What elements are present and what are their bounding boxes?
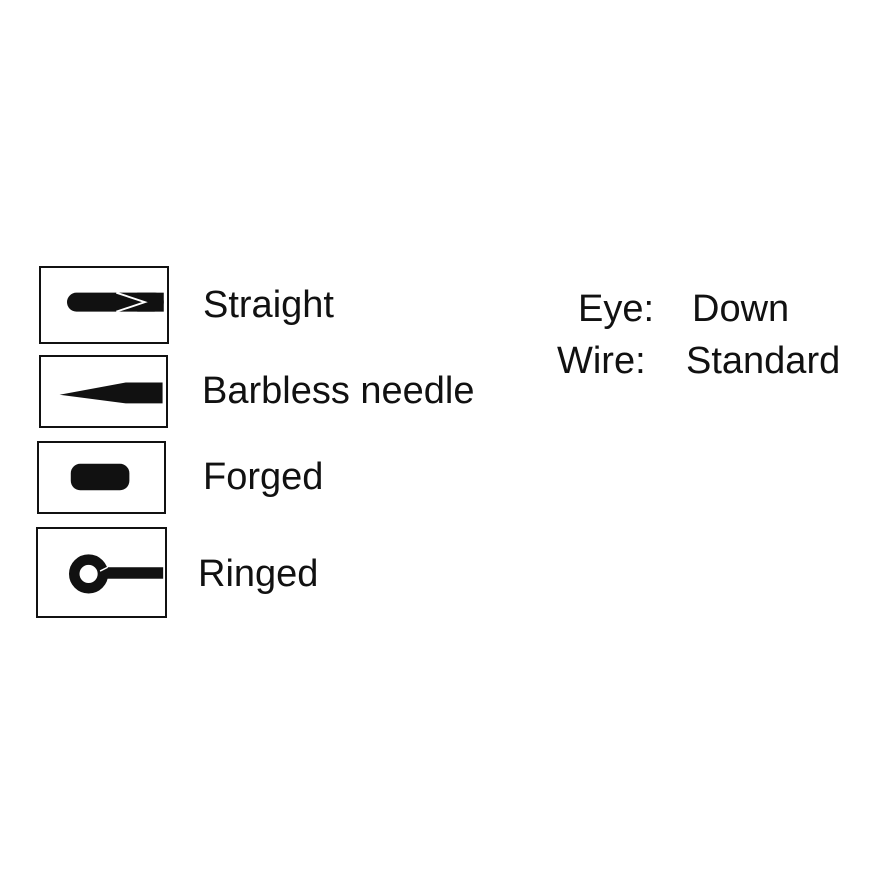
barbless-icon-box	[39, 355, 168, 428]
legend-label-ringed: Ringed	[198, 553, 319, 595]
legend-label-straight: Straight	[203, 284, 334, 326]
legend-label-barbless-needle: Barbless needle	[202, 370, 475, 412]
forged-icon-box	[37, 441, 166, 514]
straight-shank-icon	[67, 291, 164, 313]
legend-label-forged: Forged	[203, 456, 324, 498]
ringed-eye-icon	[68, 554, 164, 594]
straight-icon-box	[39, 266, 169, 344]
ringed-icon-box	[36, 527, 167, 618]
wire-value: Standard	[686, 340, 841, 382]
eye-value: Down	[692, 288, 790, 330]
forged-icon	[70, 463, 130, 491]
barbless-needle-icon	[59, 382, 163, 404]
wire-label: Wire:	[557, 340, 646, 382]
eye-label: Eye:	[578, 288, 655, 330]
